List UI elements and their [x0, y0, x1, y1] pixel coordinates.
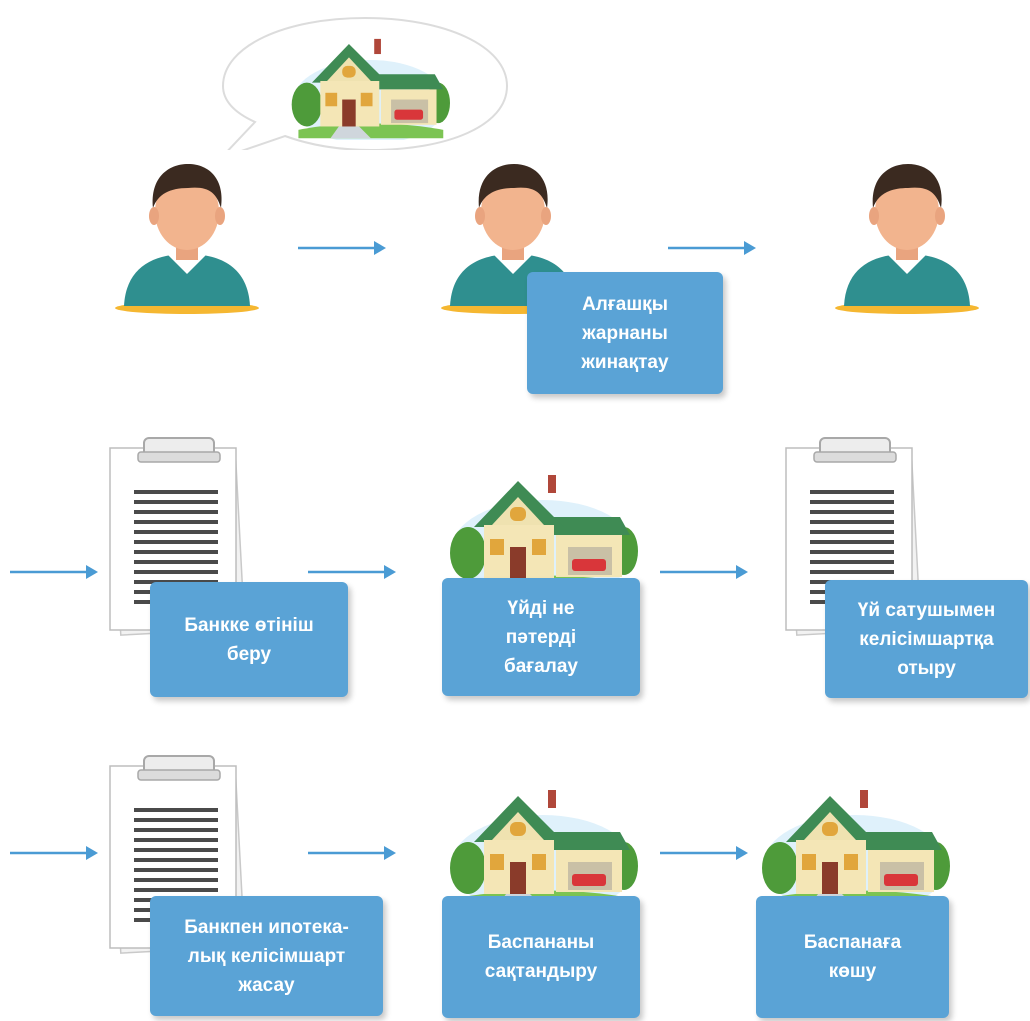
arrow-right-icon — [10, 562, 100, 582]
step-label-mortgage-contract: Банкпен ипотека- лық келісімшарт жасау — [150, 896, 383, 1016]
house-icon — [760, 770, 950, 910]
house-icon — [448, 455, 638, 595]
arrow-right-icon — [298, 238, 388, 258]
step-label-home-insurance: Баспананы сақтандыру — [442, 896, 640, 1018]
step-label-seller-contract: Үй сатушымен келісімшартқа отыру — [825, 580, 1028, 698]
arrow-right-icon — [308, 562, 398, 582]
step-label-property-valuation: Үйді не пәтерді бағалау — [442, 578, 640, 696]
arrow-right-icon — [660, 843, 750, 863]
person-icon — [112, 150, 262, 320]
arrow-right-icon — [10, 843, 100, 863]
arrow-right-icon — [308, 843, 398, 863]
arrow-right-icon — [660, 562, 750, 582]
arrow-right-icon — [668, 238, 758, 258]
step-label-savings: Алғашқы жарнаны жинақтау — [527, 272, 723, 394]
house-icon — [290, 22, 450, 140]
step-label-bank-application: Банкке өтініш беру — [150, 582, 348, 697]
house-icon — [448, 770, 638, 910]
person-icon — [832, 150, 982, 320]
step-label-moving-in: Баспанаға көшу — [756, 896, 949, 1018]
